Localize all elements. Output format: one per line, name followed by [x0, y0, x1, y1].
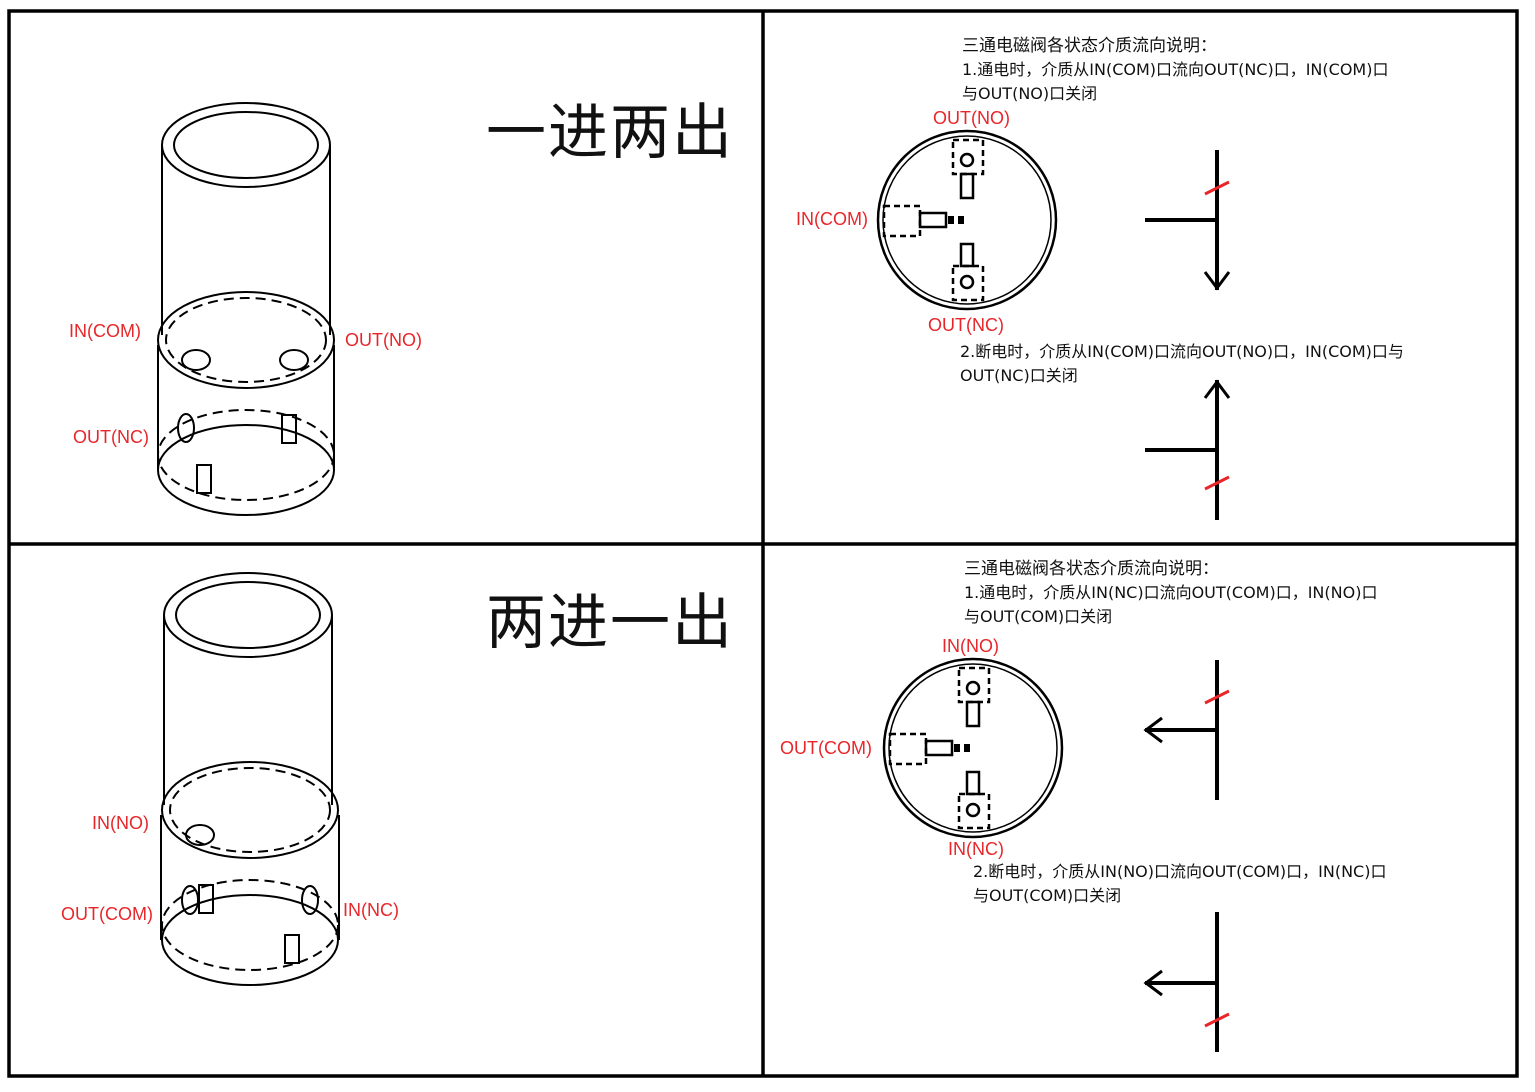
- circle-label-bottom: OUT(NC): [928, 315, 1004, 335]
- label-out-nc: OUT(NC): [73, 427, 149, 447]
- flow-symbol-energized-nc-to-com: [1143, 660, 1230, 800]
- desc-line: 1.通电时，介质从IN(NC)口流向OUT(COM)口，IN(NO)口: [964, 583, 1378, 602]
- panel-grid: [7, 9, 1519, 1078]
- cylinder-two-in-one-out: [160, 572, 340, 986]
- flow-symbol-energized-com-to-nc: [1145, 150, 1231, 291]
- flow-symbol-deenergized-no-to-com: [1143, 912, 1230, 1052]
- desc-heading: 三通电磁阀各状态介质流向说明：: [964, 559, 1219, 579]
- description-bottom-1: 三通电磁阀各状态介质流向说明： 1.通电时，介质从IN(NC)口流向OUT(CO…: [964, 557, 1377, 629]
- flow-symbol-deenergized-com-to-no: [1145, 379, 1231, 520]
- desc-line: 与OUT(NO)口关闭: [962, 84, 1098, 103]
- title-two-in-one-out: 两进一出: [486, 588, 734, 658]
- desc-line: 2.断电时，介质从IN(COM)口流向OUT(NO)口，IN(COM)口与: [960, 342, 1404, 361]
- desc-line: 2.断电时，介质从IN(NO)口流向OUT(COM)口，IN(NC)口: [973, 862, 1387, 881]
- circle-label-top: IN(NO): [942, 636, 999, 656]
- description-bottom-2: 2.断电时，介质从IN(NO)口流向OUT(COM)口，IN(NC)口 与OUT…: [973, 860, 1386, 908]
- cylinder-one-in-two-out: [157, 102, 335, 516]
- label-out-no: OUT(NO): [345, 330, 422, 350]
- label-in-com: IN(COM): [69, 321, 141, 341]
- circle-label-bottom: IN(NC): [948, 839, 1004, 859]
- port-circle-bottom: [882, 657, 1064, 839]
- desc-line: 与OUT(COM)口关闭: [964, 607, 1113, 626]
- desc-line: 1.通电时，介质从IN(COM)口流向OUT(NC)口，IN(COM)口: [962, 60, 1389, 79]
- desc-heading: 三通电磁阀各状态介质流向说明：: [962, 36, 1217, 56]
- circle-label-top: OUT(NO): [933, 108, 1010, 128]
- title-one-in-two-out: 一进两出: [486, 98, 734, 168]
- port-circle-top: [876, 129, 1058, 311]
- circle-label-left: OUT(COM): [780, 738, 872, 758]
- label-in-no: IN(NO): [92, 813, 149, 833]
- desc-line: OUT(NC)口关闭: [960, 366, 1078, 385]
- description-top-2: 2.断电时，介质从IN(COM)口流向OUT(NO)口，IN(COM)口与 OU…: [960, 340, 1404, 388]
- desc-line: 与OUT(COM)口关闭: [973, 886, 1122, 905]
- circle-label-left: IN(COM): [796, 209, 868, 229]
- label-out-com: OUT(COM): [61, 904, 153, 924]
- description-top-1: 三通电磁阀各状态介质流向说明： 1.通电时，介质从IN(COM)口流向OUT(N…: [962, 34, 1388, 106]
- label-in-nc: IN(NC): [343, 900, 399, 920]
